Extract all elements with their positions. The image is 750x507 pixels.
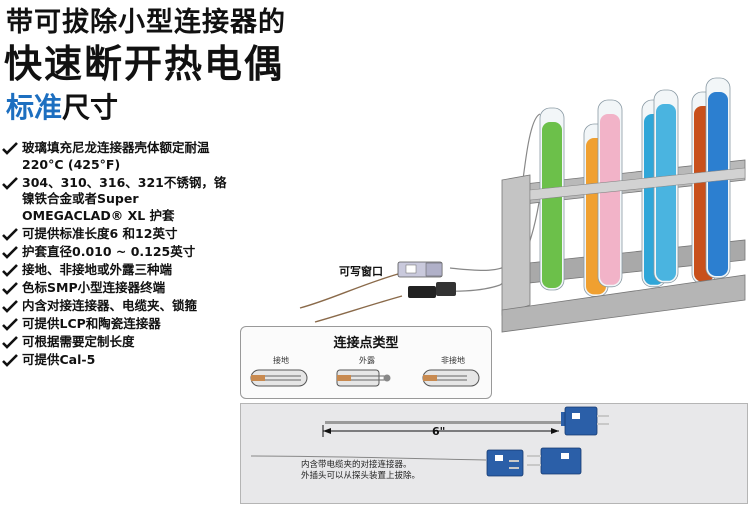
- tube-liquid: [656, 104, 676, 281]
- caption-line-2: 外插头可以从探头装置上拔除。: [301, 471, 421, 481]
- title-line-1: 带可拔除小型连接器的: [6, 7, 286, 38]
- junction-grounded: 接地: [249, 355, 313, 396]
- junction-label: 接地: [273, 356, 289, 365]
- junction-exposed: 外露: [335, 355, 399, 396]
- feature-list: 玻璃填充尼龙连接器壳体额定耐温220°C (425°F) 304、310、316…: [2, 140, 234, 370]
- junction-label: 非接地: [441, 356, 465, 365]
- junction-label: 外露: [359, 356, 375, 365]
- feature-item: 可提供标准长度6 和12英寸: [2, 226, 234, 243]
- junction-types-title: 连接点类型: [333, 336, 399, 351]
- checkmark-icon: [2, 335, 18, 349]
- writable-connector: [397, 261, 443, 278]
- section-heading: 标准尺寸: [6, 86, 118, 126]
- ungrounded-probe-icon: [422, 369, 480, 387]
- checkmark-icon: [2, 227, 18, 241]
- feature-item: 可提供Cal-5: [2, 352, 234, 369]
- caption-line-1: 内含带电缆夹的对接连接器。: [301, 460, 412, 470]
- checkmark-icon: [2, 263, 18, 277]
- feature-item: 内含对接连接器、电缆夹、锁箍: [2, 298, 234, 315]
- section-heading-black: 尺寸: [62, 91, 119, 124]
- checkmark-icon: [2, 299, 18, 313]
- grounded-probe-icon: [250, 369, 308, 387]
- caption: 内含带电缆夹的对接连接器。 外插头可以从探头装置上拔除。: [301, 460, 420, 482]
- tube-liquid: [542, 122, 562, 288]
- feature-item: 接地、非接地或外露三种端: [2, 262, 234, 279]
- checkmark-icon: [2, 281, 18, 295]
- test-tubes: [539, 77, 731, 297]
- black-connector: [408, 282, 456, 298]
- feature-item: 304、310、316、321不锈钢，铬镍铁合金或者Super OMEGACLA…: [2, 175, 234, 225]
- junction-types-panel: 连接点类型 接地 外露 非接地: [240, 326, 492, 399]
- tube-liquid: [600, 114, 620, 285]
- writable-window-label: 可写窗口: [339, 265, 383, 278]
- title-line-2: 快速断开热电偶: [4, 42, 285, 86]
- checkmark-icon: [2, 142, 18, 155]
- feature-item: 可根据需要定制长度: [2, 334, 234, 351]
- feature-item: 护套直径0.010 ~ 0.125英寸: [2, 244, 234, 261]
- junction-ungrounded: 非接地: [421, 355, 485, 396]
- length-label: 6": [432, 425, 446, 438]
- rack-front: [501, 274, 746, 333]
- tube-liquid: [708, 92, 728, 276]
- checkmark-icon: [2, 245, 18, 259]
- checkmark-icon: [2, 353, 18, 367]
- feature-item: 玻璃填充尼龙连接器壳体额定耐温220°C (425°F): [2, 140, 234, 173]
- exposed-probe-icon: [336, 369, 391, 387]
- rack-front: [501, 174, 531, 316]
- section-heading-blue: 标准: [6, 91, 63, 124]
- test-tube-rack-illustration: [299, 77, 746, 333]
- checkmark-icon: [2, 317, 18, 331]
- feature-item: 可提供LCP和陶瓷连接器: [2, 316, 234, 333]
- lead-wire: [314, 295, 403, 323]
- probe-assembly-photo: 6" 内含带电缆夹的对接连接器。 外插头可以从探头装置上拔除。: [240, 403, 748, 504]
- checkmark-icon: [2, 176, 18, 190]
- feature-item: 色标SMP小型连接器终端: [2, 280, 234, 297]
- rack-front: [529, 167, 746, 201]
- lead-wire: [299, 273, 399, 309]
- probe-assembly-drawing: [250, 406, 609, 477]
